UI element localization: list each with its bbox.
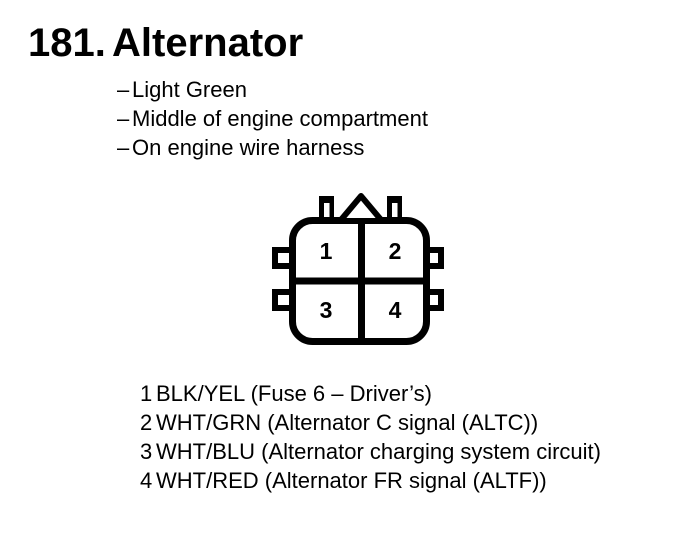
connector-pin-3: 3 [320,297,333,323]
connector-pin-2: 2 [389,238,402,264]
pinout-row: 4 WHT/RED (Alternator FR signal (ALTF)) [140,466,601,495]
pin-description: WHT/RED (Alternator FR signal (ALTF)) [156,468,547,493]
dash-bullet: – [117,106,130,131]
location-notes: –Light Green –Middle of engine compartme… [117,75,428,162]
pin-number: 2 [140,410,153,435]
connector-diagram: 1 2 3 4 [268,185,448,357]
pin-description: WHT/BLU (Alternator charging system circ… [156,439,601,464]
note-text: Middle of engine compartment [132,106,428,131]
pinout-row: 2 WHT/GRN (Alternator C signal (ALTC)) [140,408,601,437]
note-location: –Middle of engine compartment [117,104,428,133]
dash-bullet: – [117,77,130,102]
note-text: Light Green [132,77,247,102]
pinout-row: 1 BLK/YEL (Fuse 6 – Driver’s) [140,379,601,408]
dash-bullet: – [117,135,130,160]
pin-description: WHT/GRN (Alternator C signal (ALTC)) [156,410,539,435]
page-title: 181.Alternator [28,23,303,63]
pin-number: 1 [140,381,153,406]
connector-drawing-icon: 1 2 3 4 [272,193,444,345]
pinout-list: 1 BLK/YEL (Fuse 6 – Driver’s) 2 WHT/GRN … [140,379,601,495]
note-harness: –On engine wire harness [117,133,428,162]
note-text: On engine wire harness [132,135,365,160]
connector-pin-4: 4 [389,297,402,323]
pin-description: BLK/YEL (Fuse 6 – Driver’s) [156,381,432,406]
pinout-row: 3 WHT/BLU (Alternator charging system ci… [140,437,601,466]
section-number: 181. [28,21,106,65]
connector-pin-1: 1 [320,238,333,264]
note-connector-color: –Light Green [117,75,428,104]
section-title: Alternator [112,21,304,65]
pin-number: 3 [140,439,153,464]
pin-number: 4 [140,468,153,493]
